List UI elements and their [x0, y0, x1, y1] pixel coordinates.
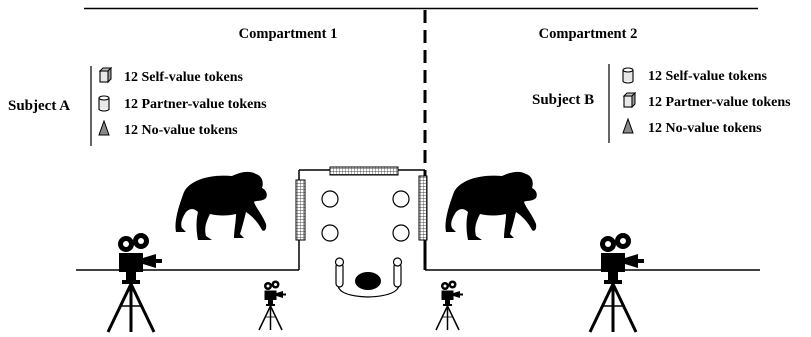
compartment-2-label: Compartment 2: [539, 26, 638, 42]
mesh-panel-right: [418, 175, 428, 241]
video-camera-small-right-icon: [435, 279, 464, 331]
chimpanzee-subject-a-icon: [175, 171, 267, 240]
subject-b-token-2: 12 Partner-value tokens: [648, 95, 791, 110]
testing-booth: [295, 166, 428, 270]
compartment-1-label: Compartment 1: [239, 26, 338, 42]
subject-b-label: Subject B: [532, 92, 594, 108]
video-camera-left-icon: [106, 231, 164, 334]
chimpanzee-subject-b-icon: [445, 171, 537, 240]
subject-b-token-3: 12 No-value tokens: [648, 121, 762, 136]
token-slot: [321, 190, 339, 208]
video-camera-right-icon: [588, 231, 646, 334]
subject-a-token-2: 12 Partner-value tokens: [124, 97, 267, 112]
cone-token-icon: [622, 118, 634, 134]
cube-token-icon: [623, 92, 636, 108]
subject-b-group: Subject B 12 Self-value tokens 12 Partne…: [532, 64, 791, 143]
cone-token-icon: [98, 120, 110, 136]
subject-a-token-3: 12 No-value tokens: [124, 123, 238, 138]
cylinder-token-icon: [622, 67, 634, 84]
token-slot: [321, 224, 339, 242]
subject-b-token-1: 12 Self-value tokens: [648, 69, 768, 84]
subject-a-label: Subject A: [8, 98, 70, 114]
subject-a-token-1: 12 Self-value tokens: [124, 70, 244, 85]
mesh-panel-left: [295, 179, 306, 241]
cylinder-token-icon: [98, 95, 110, 112]
experimenter-top-view: [334, 257, 403, 298]
subject-a-group: Subject A 12 Self-value tokens 12 Partne…: [8, 66, 267, 146]
video-camera-small-left-icon: [258, 279, 287, 331]
mesh-panel-top: [329, 166, 399, 176]
cube-token-icon: [99, 67, 112, 83]
token-slot: [392, 190, 410, 208]
token-slot: [392, 224, 410, 242]
